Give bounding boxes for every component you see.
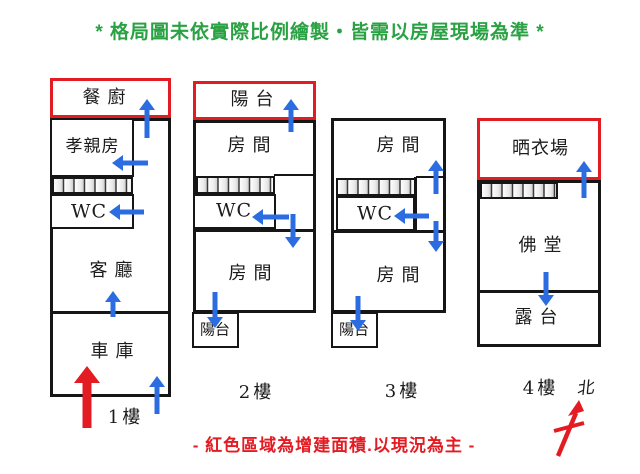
floor3-corridor-wall bbox=[414, 177, 417, 232]
room-label-room-top-2f: 房間 bbox=[227, 135, 278, 156]
floor3-room-divider bbox=[331, 230, 446, 233]
floor4-stairs bbox=[480, 182, 558, 199]
arrow-up-icon bbox=[428, 160, 444, 194]
arrow-left-icon bbox=[252, 209, 289, 225]
room-label-room-bottom-3f: 房間 bbox=[376, 265, 427, 286]
arrow-up-icon bbox=[149, 376, 165, 414]
room-label-drying-area: 晒衣場 bbox=[512, 138, 569, 159]
north-label: 北 bbox=[576, 377, 596, 400]
floor1-annex-kitchen-box bbox=[50, 78, 171, 118]
room-label-garage: 車庫 bbox=[90, 341, 141, 362]
arrow-up-icon bbox=[576, 161, 592, 198]
floor4-label: 4樓 bbox=[522, 378, 559, 399]
room-label-wc-1f: WC bbox=[70, 200, 108, 223]
arrow-up-icon bbox=[139, 99, 155, 138]
floor4-outline bbox=[477, 180, 601, 347]
room-label-buddhist-hall: 佛堂 bbox=[518, 235, 569, 256]
room-label-room-top-3f: 房間 bbox=[376, 135, 427, 156]
arrow-left-icon bbox=[394, 208, 429, 224]
top-disclaimer-text: * 格局圖未依實際比例繪製‧皆需以房屋現場為準 * bbox=[95, 22, 545, 43]
room-label-elder-room: 孝親房 bbox=[65, 136, 120, 157]
room-label-terrace: 露台 bbox=[514, 307, 565, 328]
room-label-room-bottom-2f: 房間 bbox=[228, 263, 279, 284]
room-label-kitchen: 餐廚 bbox=[82, 87, 133, 108]
arrow-up-icon bbox=[283, 99, 299, 132]
arrow-down-icon bbox=[285, 214, 301, 248]
floor2-stairs bbox=[196, 176, 275, 194]
room-label-living-room: 客廳 bbox=[89, 260, 140, 281]
floor1-label: 1樓 bbox=[107, 407, 144, 428]
room-label-wc-3f: WC bbox=[356, 202, 394, 225]
room-label-balcony-annex: 陽台 bbox=[230, 89, 281, 110]
room-label-wc-2f: WC bbox=[215, 199, 253, 222]
entrance-arrow-icon bbox=[73, 366, 101, 428]
arrow-down-icon bbox=[350, 296, 366, 331]
floor3-stairs bbox=[336, 178, 416, 196]
arrow-up-icon bbox=[105, 291, 121, 317]
floor1-stairs bbox=[52, 177, 133, 194]
arrow-down-icon bbox=[207, 292, 223, 328]
compass-north-icon bbox=[553, 400, 585, 457]
arrow-down-icon bbox=[428, 221, 444, 252]
floor2-label: 2樓 bbox=[238, 382, 275, 403]
arrow-left-icon bbox=[109, 204, 144, 220]
floor2-corridor-wall bbox=[274, 174, 316, 176]
bottom-disclaimer-text: - 紅色區域為增建面積.以現況為主 - bbox=[192, 436, 476, 455]
arrow-left-icon bbox=[112, 155, 148, 171]
floor2-room-divider bbox=[193, 229, 316, 232]
floor3-label: 3樓 bbox=[384, 381, 421, 402]
arrow-down-icon bbox=[538, 272, 554, 306]
